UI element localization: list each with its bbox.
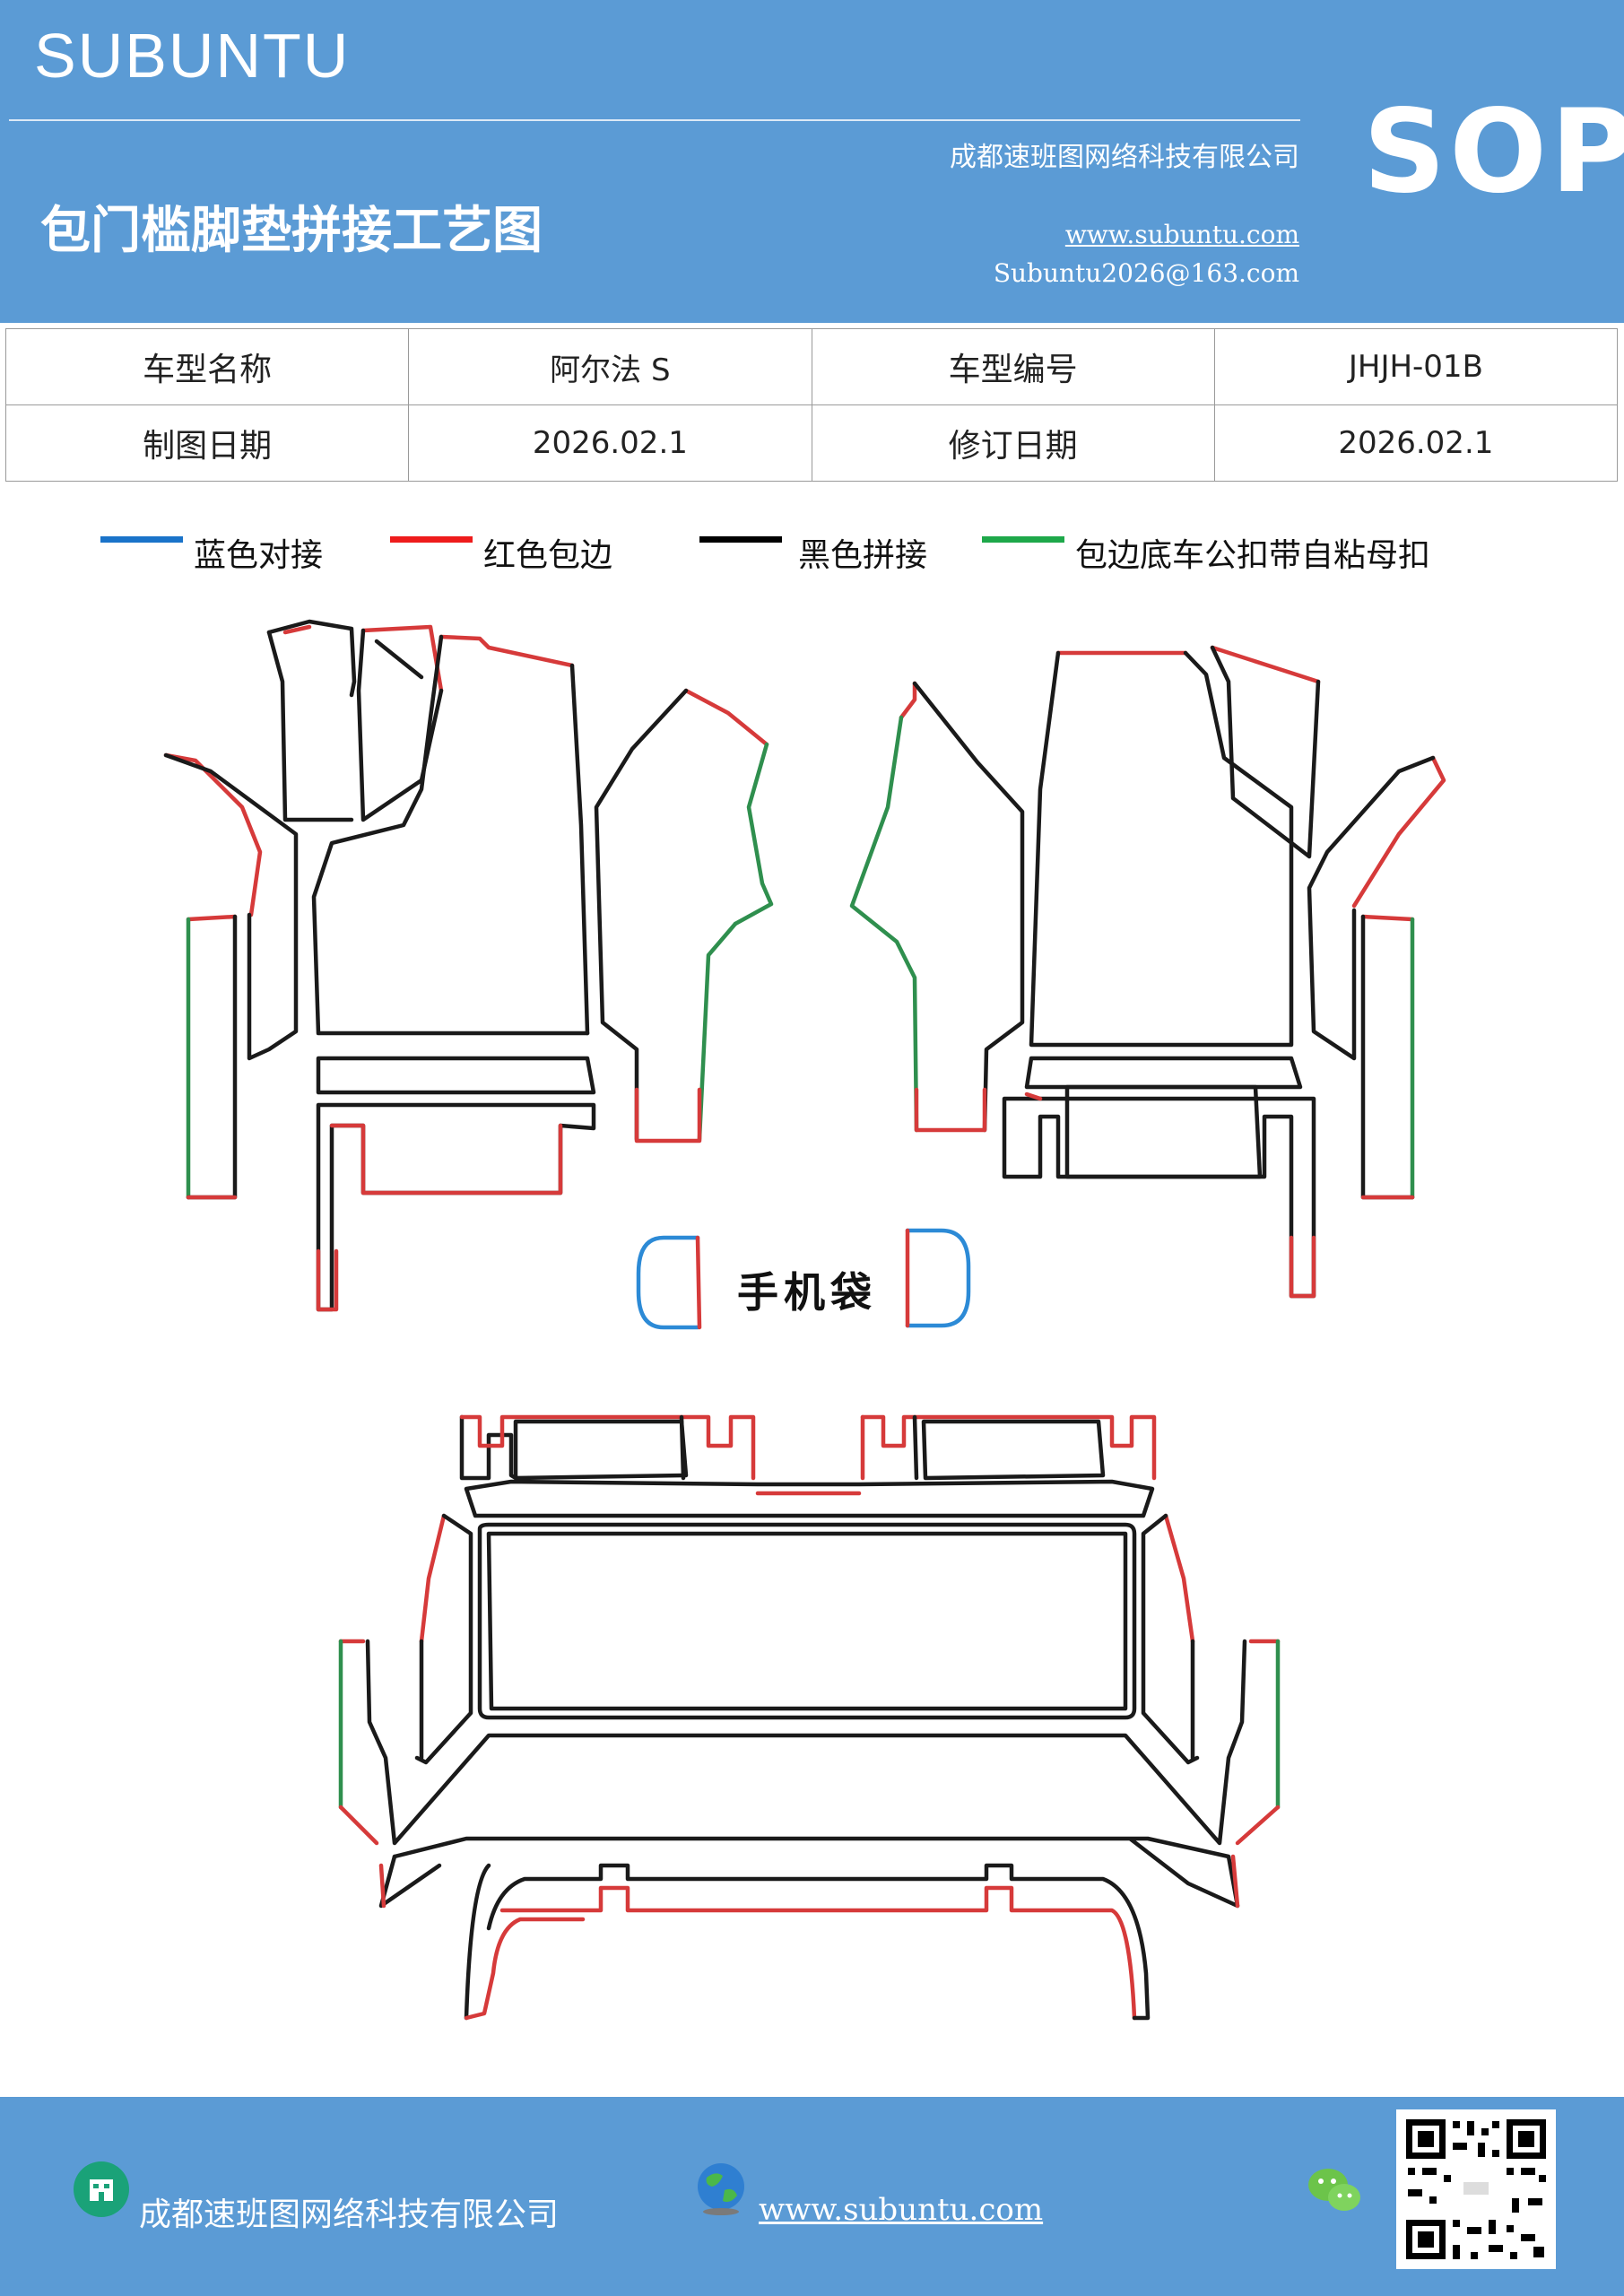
draw-date-label: 制图日期	[4, 404, 410, 482]
model-name-label: 车型名称	[4, 328, 410, 405]
header-divider	[9, 119, 1300, 121]
header-banner	[0, 0, 1624, 323]
footer-company: 成都速班图网络科技有限公司	[139, 2196, 560, 2233]
document-title: 包门槛脚垫拼接工艺图	[40, 202, 543, 260]
wechat-icon[interactable]	[1304, 2163, 1367, 2217]
brand-logo-text: SUBUNTU	[34, 21, 351, 91]
building-icon	[74, 2161, 129, 2217]
rear-mat-group	[338, 1414, 1281, 2021]
model-number-value: JHJH-01B	[1213, 328, 1619, 405]
legend-swatch	[100, 536, 183, 543]
footer-website-link[interactable]: www.subuntu.com	[759, 2192, 1044, 2228]
legend-label: 红色包边	[483, 537, 613, 574]
phone-pocket-label: 手机袋	[737, 1268, 877, 1317]
sop-badge: SOP	[1363, 85, 1624, 219]
model-number-label: 车型编号	[811, 328, 1215, 405]
website-link[interactable]: www.subuntu.com	[1064, 220, 1299, 249]
qr-code[interactable]	[1396, 2109, 1556, 2269]
revision-date-value: 2026.02.1	[1213, 404, 1619, 482]
legend-label: 蓝色对接	[194, 537, 324, 574]
phone-pocket-group	[636, 1228, 971, 1330]
legend-swatch	[390, 536, 473, 543]
company-name: 成都速班图网络科技有限公司	[950, 142, 1299, 173]
table-row: 制图日期 2026.02.1 修订日期 2026.02.1	[4, 404, 1619, 482]
table-row: 车型名称 阿尔法 S 车型编号 JHJH-01B	[4, 328, 1619, 405]
email-address[interactable]: Subuntu2026@163.com	[993, 258, 1299, 288]
model-name-value: 阿尔法 S	[408, 328, 812, 405]
right-mat-group	[849, 645, 1446, 1299]
legend-swatch	[982, 536, 1064, 543]
legend-label: 包边底车公扣带自粘母扣	[1075, 537, 1431, 574]
revision-date-label: 修订日期	[811, 404, 1215, 482]
draw-date-value: 2026.02.1	[408, 404, 812, 482]
vehicle-info-table: 车型名称 阿尔法 S 车型编号 JHJH-01B 制图日期 2026.02.1 …	[4, 328, 1619, 482]
legend-label: 黑色拼接	[798, 537, 928, 574]
legend-swatch	[699, 536, 782, 543]
globe-icon	[692, 2160, 750, 2217]
left-mat-group	[163, 619, 774, 1312]
